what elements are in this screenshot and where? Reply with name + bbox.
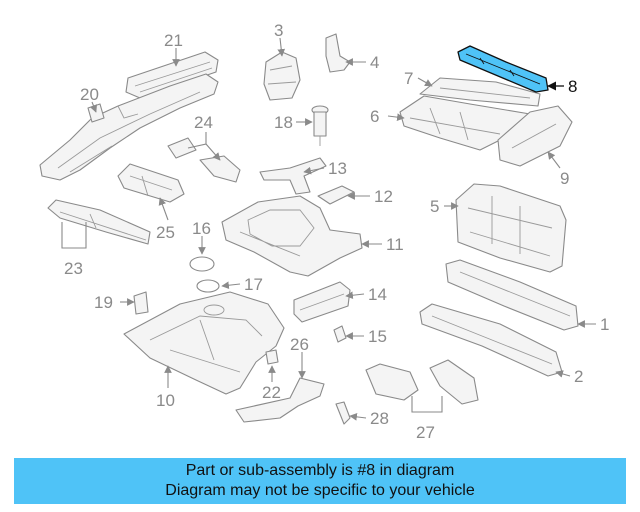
callout-5: 5 — [430, 197, 439, 216]
callout-18: 18 — [274, 113, 293, 132]
part-3[interactable] — [263, 51, 301, 101]
callout-2: 2 — [574, 367, 583, 386]
part-15[interactable] — [333, 325, 347, 343]
callout-labels: 21 20 3 4 18 24 25 23 13 12 11 16 17 14 … — [64, 21, 609, 442]
part-21[interactable] — [125, 51, 219, 99]
callout-23: 23 — [64, 259, 83, 278]
callout-24: 24 — [194, 113, 213, 132]
callout-20: 20 — [80, 85, 99, 104]
part-4[interactable] — [325, 33, 351, 73]
banner-line-disclaimer: Diagram may not be specific to your vehi… — [165, 482, 475, 499]
callout-10: 10 — [156, 391, 175, 410]
callout-26: 26 — [290, 335, 309, 354]
callout-16: 16 — [192, 219, 211, 238]
callout-25: 25 — [156, 223, 175, 242]
part-25[interactable] — [117, 163, 185, 203]
part-16[interactable] — [189, 256, 215, 272]
part-7[interactable] — [419, 77, 541, 107]
callout-13: 13 — [328, 159, 347, 178]
part-18[interactable] — [311, 105, 329, 146]
part-28[interactable] — [335, 401, 351, 425]
callout-4: 4 — [370, 53, 379, 72]
callout-15: 15 — [368, 327, 387, 346]
part-12[interactable] — [317, 185, 355, 205]
part-26[interactable] — [235, 377, 325, 423]
part-23[interactable] — [47, 199, 151, 245]
part-14[interactable] — [293, 281, 351, 323]
part-8-highlighted[interactable] — [457, 45, 549, 93]
callout-1: 1 — [600, 315, 609, 334]
part-27[interactable] — [365, 359, 479, 405]
part-5[interactable] — [455, 183, 567, 273]
callout-12: 12 — [374, 187, 393, 206]
callout-8-highlighted: 8 — [568, 77, 577, 96]
callout-14: 14 — [368, 285, 387, 304]
callout-27: 27 — [416, 423, 435, 442]
info-banner: Part or sub-assembly is #8 in diagram Di… — [14, 458, 626, 504]
callout-7: 7 — [404, 69, 413, 88]
part-19[interactable] — [133, 291, 149, 315]
part-13[interactable] — [259, 157, 327, 195]
parts-diagram: 21 20 3 4 18 24 25 23 13 12 11 16 17 14 … — [39, 21, 609, 442]
part-9[interactable] — [497, 105, 573, 167]
callout-11: 11 — [386, 235, 404, 254]
leader-lines — [61, 37, 596, 421]
callout-3: 3 — [274, 21, 283, 40]
callout-6: 6 — [370, 107, 379, 126]
callout-22: 22 — [262, 383, 281, 402]
part-20[interactable] — [39, 73, 219, 181]
part-22[interactable] — [265, 349, 279, 365]
callout-28: 28 — [370, 409, 389, 428]
part-17[interactable] — [196, 279, 220, 293]
callout-9: 9 — [560, 169, 569, 188]
callout-17: 17 — [244, 275, 263, 294]
callout-21: 21 — [164, 31, 183, 50]
callout-19: 19 — [94, 293, 113, 312]
banner-line-part: Part or sub-assembly is #8 in diagram — [185, 462, 455, 479]
part-11[interactable] — [221, 195, 363, 277]
